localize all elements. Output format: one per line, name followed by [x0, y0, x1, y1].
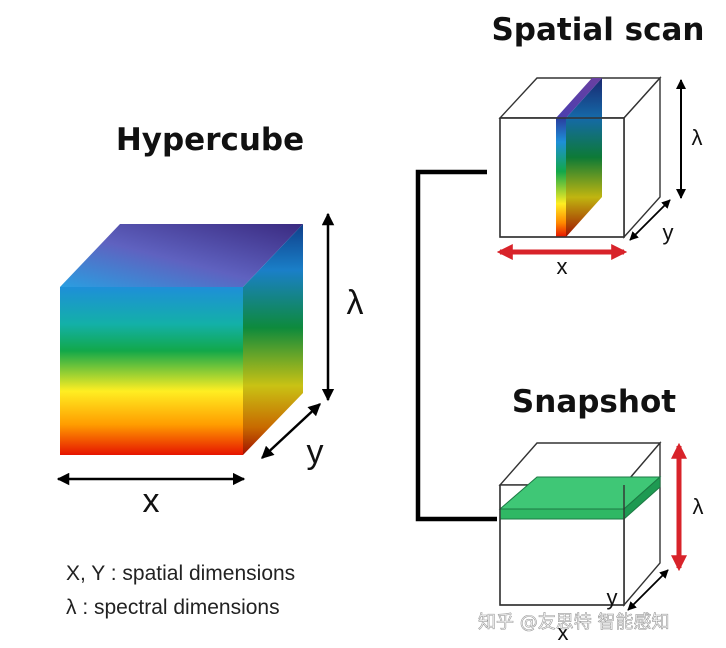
watermark: 知乎 @友思特 智能感知 [478, 612, 669, 633]
spatial-scan-group: Spatial scan λ y x [491, 12, 704, 279]
hypercube-front-face [60, 287, 243, 455]
legend-spectral: λ : spectral dimensions [66, 596, 280, 619]
spatial-scan-slice-top [556, 78, 602, 118]
hypercube-y-label: y [307, 433, 324, 471]
hypercube-lambda-label: λ [347, 284, 364, 322]
spatial-scan-slice-front [556, 118, 566, 237]
hypercube-x-label: x [143, 482, 160, 520]
snapshot-x-label: x [558, 620, 569, 645]
snapshot-slab-front [499, 508, 625, 520]
snapshot-lambda-label: λ [693, 494, 704, 519]
spatial-scan-y-arrow [629, 199, 671, 241]
snapshot-y-arrow [627, 569, 669, 611]
legend-spatial: X, Y : spatial dimensions [66, 562, 295, 585]
snapshot-group: Snapshot λ y x [498, 384, 704, 645]
hypercube-title: Hypercube [116, 122, 304, 158]
spatial-scan-y-label: y [663, 220, 674, 245]
spatial-scan-x-label: x [557, 254, 568, 279]
bracket-connector [415, 169, 497, 522]
snapshot-box [498, 441, 662, 607]
hypercube-y-arrow [261, 403, 321, 459]
snapshot-y-label: y [607, 585, 618, 610]
hypercube-side-face [243, 224, 303, 455]
spatial-scan-lambda-label: λ [692, 125, 703, 150]
snapshot-title: Snapshot [512, 384, 676, 420]
spatial-scan-title: Spatial scan [491, 12, 704, 48]
hypercube-top-face [60, 224, 303, 287]
hypercube-group: Hypercube λ y x [56, 122, 364, 520]
